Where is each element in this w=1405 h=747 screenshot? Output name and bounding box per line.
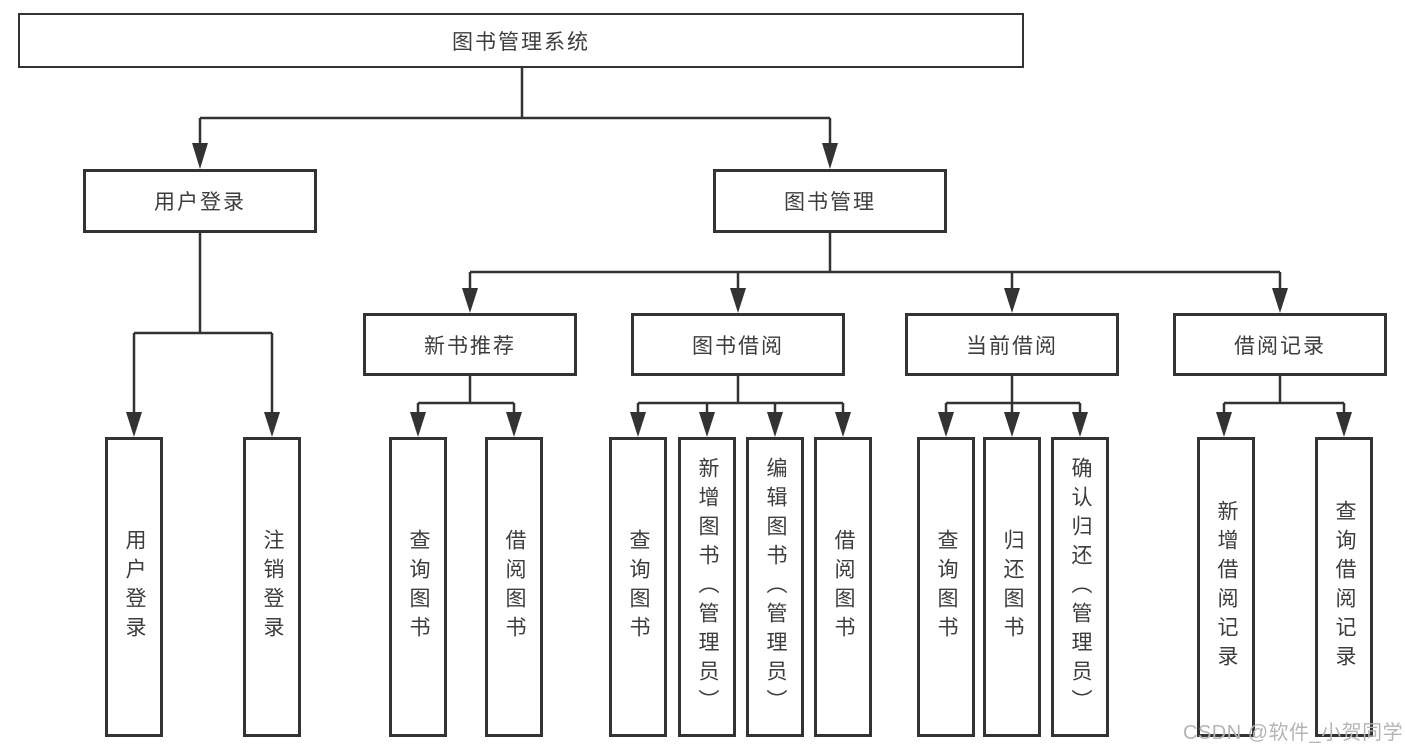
node-new-book-recommendation: 新书推荐 [363,313,577,376]
leaf-edit-books-admin: 编辑图书（管理员） [746,437,804,737]
node-library-management-system: 图书管理系统 [18,13,1024,68]
leaf-return-books: 归还图书 [983,437,1041,737]
node-book-management: 图书管理 [713,169,947,233]
watermark-text: CSDN @软件_小贺同学 [1183,722,1404,744]
leaf-query-borrowing-record: 查询借阅记录 [1315,437,1373,737]
leaf-query-books-recommend: 查询图书 [389,437,447,737]
node-current-borrowing: 当前借阅 [905,313,1119,376]
node-user-login: 用户登录 [83,169,317,233]
leaf-add-books-admin: 新增图书（管理员） [678,437,736,737]
arrowheads [126,143,1352,437]
leaf-borrow-books: 借阅图书 [814,437,872,737]
leaf-borrow-books-recommend: 借阅图书 [485,437,543,737]
node-book-borrowing: 图书借阅 [631,313,845,376]
leaf-query-books-current: 查询图书 [917,437,975,737]
leaf-confirm-return-admin: 确认归还（管理员） [1051,437,1109,737]
leaf-user-login: 用户登录 [105,437,163,737]
leaf-logout: 注销登录 [243,437,301,737]
leaf-query-books-borrowing: 查询图书 [609,437,667,737]
leaf-add-borrowing-record: 新增借阅记录 [1197,437,1255,737]
node-borrowing-records: 借阅记录 [1173,313,1387,376]
